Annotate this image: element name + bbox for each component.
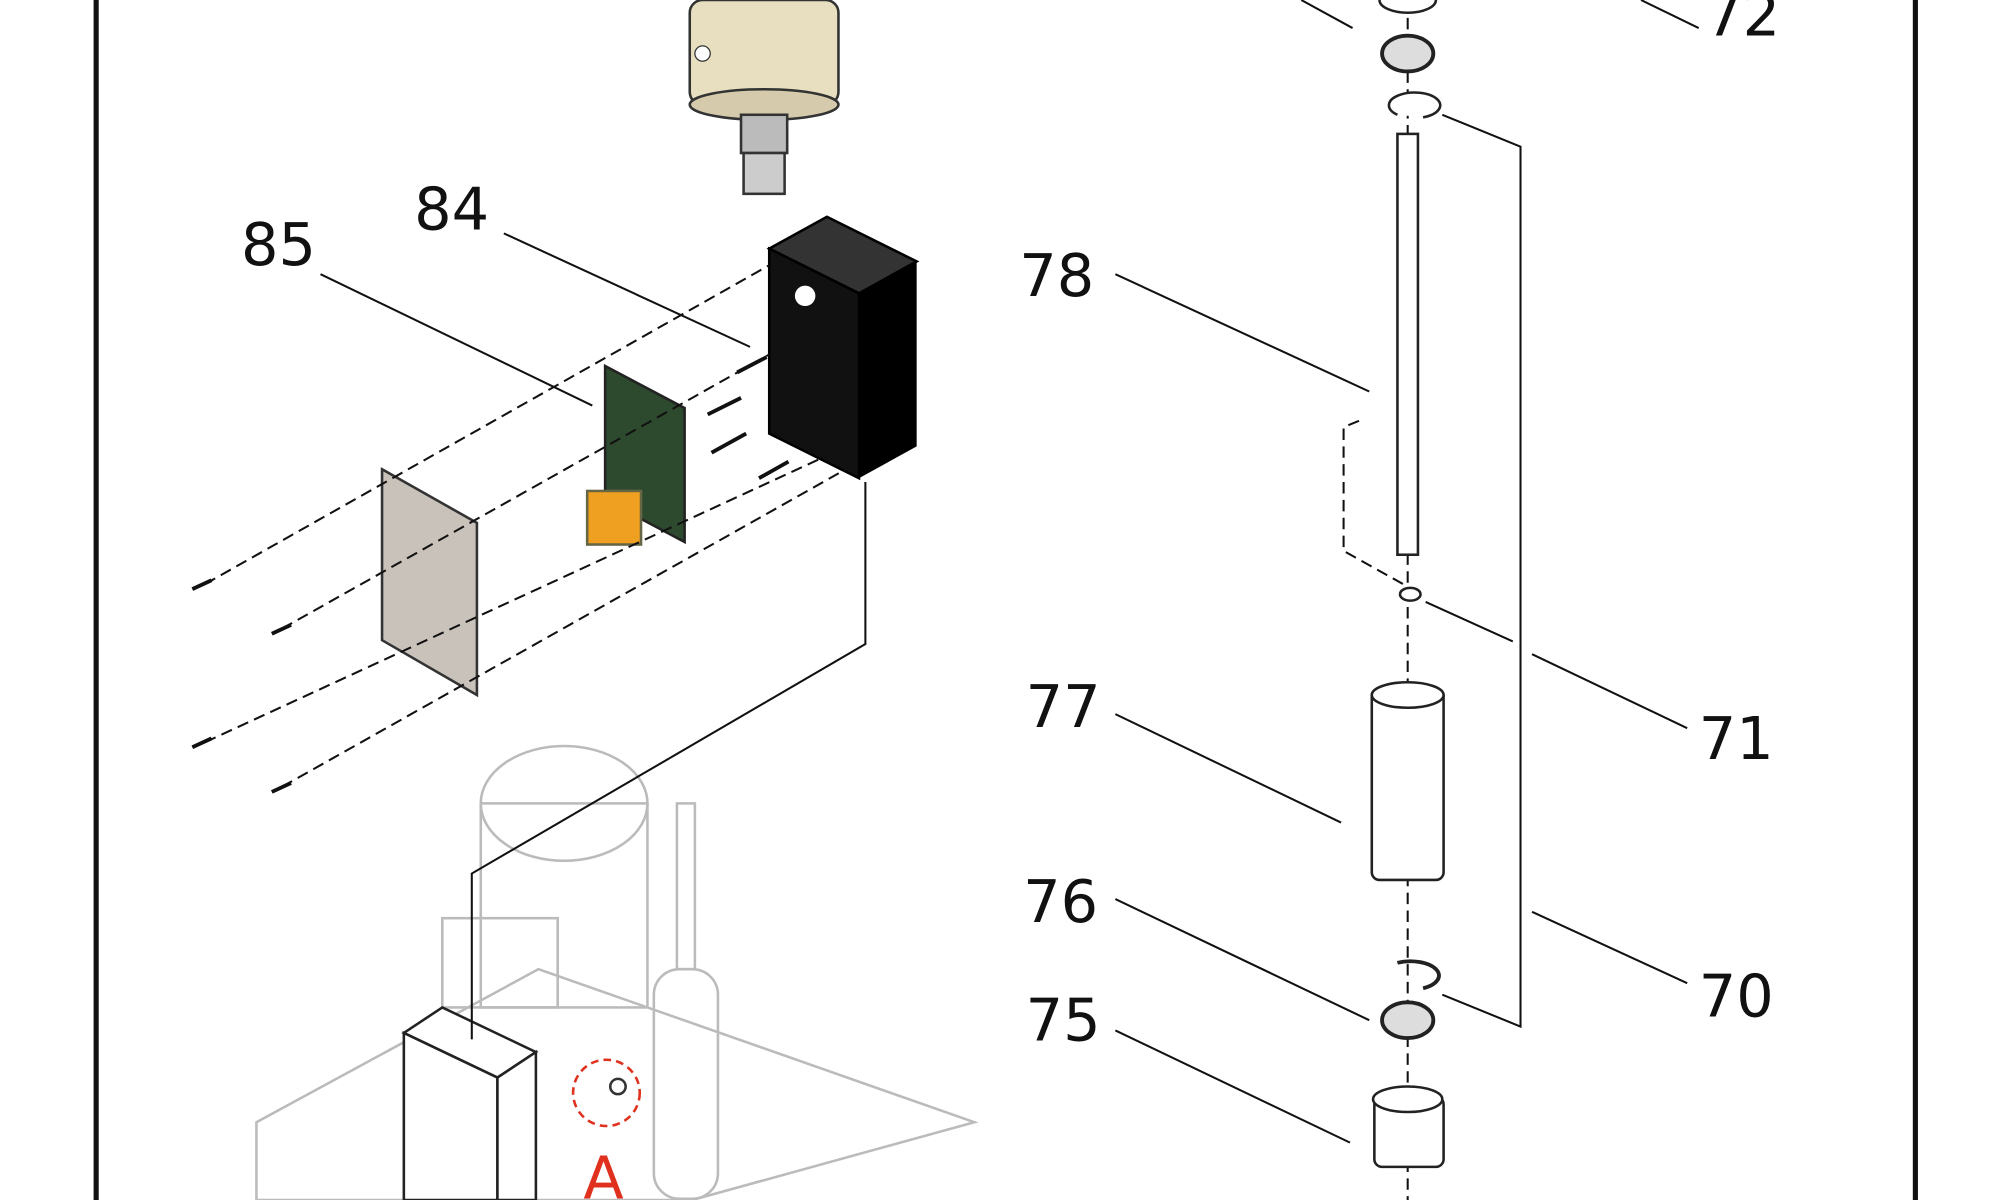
cover-plate — [380, 467, 479, 698]
detail-marker: A — [583, 1144, 623, 1200]
shaft-assembly — [1342, 0, 1522, 1200]
callout-78: 78 — [1019, 241, 1094, 310]
base-machine-ghost — [255, 744, 979, 1200]
callout-75: 75 — [1026, 986, 1101, 1055]
callout-72: 72 — [1705, 0, 1780, 50]
callout-77: 77 — [1026, 672, 1101, 741]
relay — [585, 489, 643, 546]
callout-76: 76 — [1023, 867, 1098, 936]
callout-70: 70 — [1699, 962, 1774, 1031]
callout-85: 85 — [241, 210, 316, 279]
callout-71: 71 — [1699, 704, 1774, 773]
assembly-dashed-lines — [204, 264, 867, 1040]
leader-lines — [320, 0, 1700, 1144]
housing — [766, 215, 920, 481]
callout-84: 84 — [414, 175, 489, 244]
detail-a-circle — [571, 1058, 642, 1128]
spindle-motor — [688, 0, 840, 196]
control-box — [401, 1005, 539, 1200]
